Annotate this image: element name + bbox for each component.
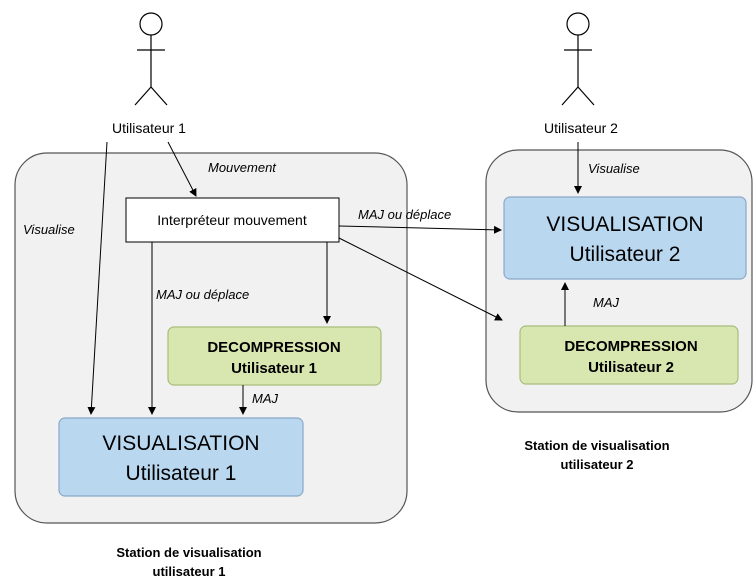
visualisation-2-title: VISUALISATION <box>546 213 703 236</box>
visualisation-1-user: Utilisateur 1 <box>126 462 237 485</box>
user-1-actor-icon <box>134 12 168 106</box>
edge-user1-to-interpreter <box>167 141 197 197</box>
decompression-2-box <box>519 325 739 385</box>
decompression-2-user: Utilisateur 2 <box>588 359 674 376</box>
decompression-1-title: DECOMPRESSION <box>207 339 340 356</box>
edge-interpreter-to-visualisation2 <box>338 225 502 234</box>
visualisation-2-box <box>503 196 747 280</box>
decompression-2-title: DECOMPRESSION <box>564 338 697 355</box>
interpreter-box <box>125 197 340 243</box>
edge-label-visualise-left: Visualise <box>23 222 75 237</box>
station-1-caption-line1: Station de visualisation <box>116 545 261 560</box>
edge-label-maj-left: MAJ <box>252 391 279 406</box>
user-2-label: Utilisateur 2 <box>544 120 618 136</box>
user-2-actor-icon <box>561 12 595 106</box>
edge-label-maj-ou-deplace-right: MAJ ou déplace <box>358 207 451 222</box>
station-1-caption-line2: utilisateur 1 <box>153 564 226 579</box>
visualisation-2-user: Utilisateur 2 <box>570 243 681 266</box>
edge-label-mouvement: Mouvement <box>208 160 277 175</box>
edge-label-maj-right: MAJ <box>593 295 620 310</box>
decompression-1-box <box>167 326 382 386</box>
edge-label-visualise-right: Visualise <box>588 161 640 176</box>
decompression-1-user: Utilisateur 1 <box>231 360 317 377</box>
edge-interpreter-to-decompression2 <box>338 237 503 321</box>
edge-label-maj-ou-deplace-left: MAJ ou déplace <box>156 287 249 302</box>
station-2-caption-line2: utilisateur 2 <box>561 457 634 472</box>
user-1-label: Utilisateur 1 <box>112 120 186 136</box>
visualisation-1-box <box>58 417 304 497</box>
station-2-caption-line1: Station de visualisation <box>524 438 669 453</box>
interpreter-label: Interpréteur mouvement <box>157 212 307 228</box>
visualisation-1-title: VISUALISATION <box>102 432 259 455</box>
edge-user1-to-visualisation1 <box>87 141 108 415</box>
